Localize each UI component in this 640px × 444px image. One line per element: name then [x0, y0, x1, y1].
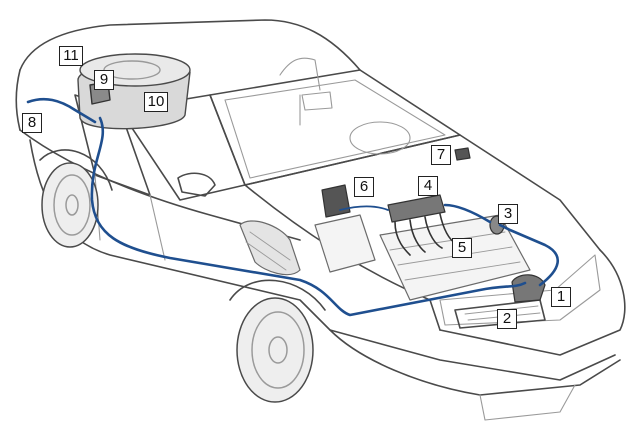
gas-line	[26, 97, 559, 317]
callout-2: 2	[497, 309, 517, 329]
callout-7: 7	[431, 145, 451, 165]
callout-8: 8	[22, 113, 42, 133]
callout-1: 1	[551, 287, 571, 307]
callout-3: 3	[498, 204, 518, 224]
callout-4: 4	[418, 176, 438, 196]
callout-11: 11	[59, 46, 83, 66]
rear-wheel	[41, 162, 99, 248]
lpg-tank	[77, 53, 191, 130]
callout-5: 5	[452, 238, 472, 258]
front-wheel	[236, 297, 314, 403]
callout-10: 10	[144, 92, 168, 112]
callout-6: 6	[354, 177, 374, 197]
callout-9: 9	[94, 70, 114, 90]
